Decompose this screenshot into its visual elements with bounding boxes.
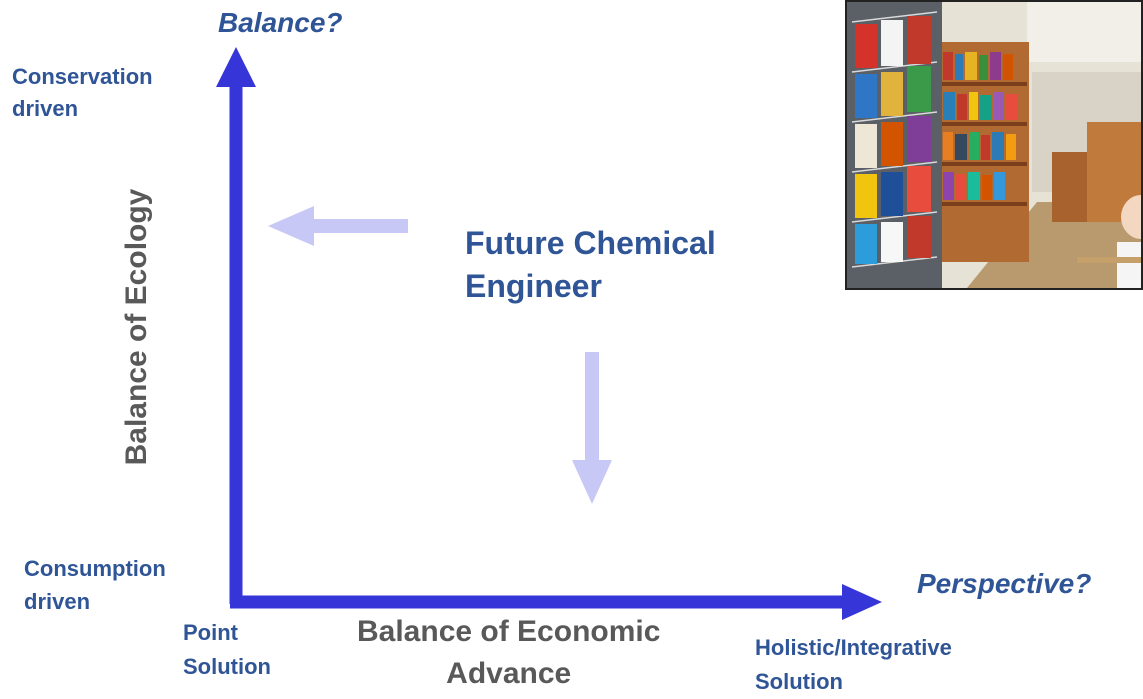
- x-axis-low-label: Point Solution: [183, 620, 271, 679]
- center-label: Future Chemical Engineer: [465, 225, 716, 304]
- faded-left-arrow-shaft: [312, 219, 408, 233]
- top-question-title: Balance?: [218, 7, 343, 38]
- right-question-title: Perspective?: [917, 568, 1092, 599]
- faded-left-arrow-head: [268, 206, 314, 246]
- x-axis-arrowhead: [842, 584, 882, 620]
- faded-down-arrow-head: [572, 460, 612, 504]
- y-axis-high-label: Conservation driven: [12, 64, 153, 121]
- library-photo-illustration: [847, 2, 1141, 288]
- y-axis-low-label: Consumption driven: [24, 556, 166, 614]
- x-axis-high-label: Holistic/Integrative Solution: [755, 635, 952, 694]
- faded-down-arrow-shaft: [585, 352, 599, 462]
- y-axis-arrowhead: [216, 47, 256, 87]
- y-axis-title: Balance of Ecology: [120, 188, 153, 466]
- library-photo: [845, 0, 1143, 290]
- x-axis-title: Balance of Economic Advance: [357, 615, 661, 690]
